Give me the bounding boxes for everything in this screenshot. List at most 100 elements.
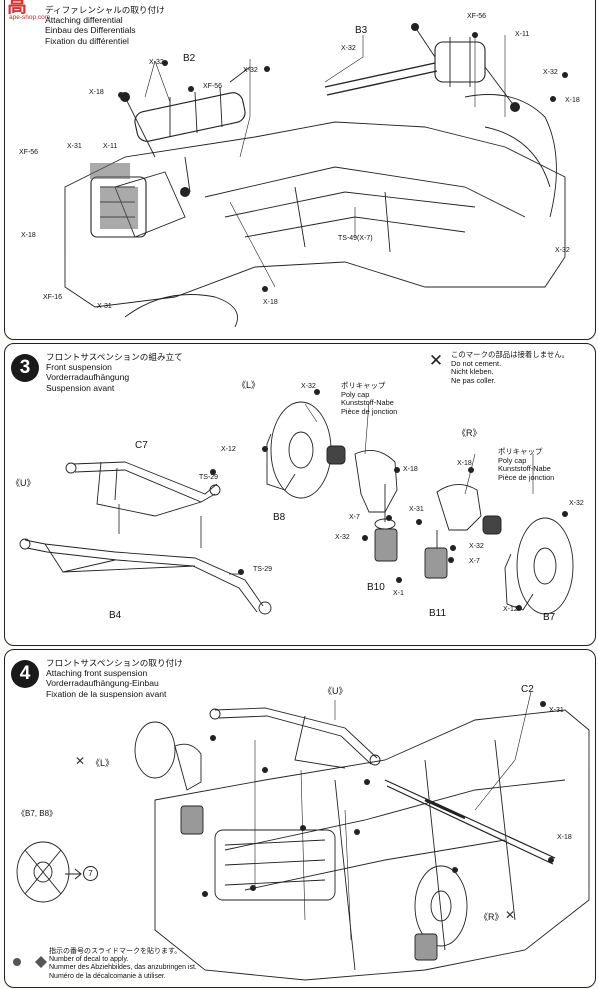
polycap-note-right: ポリキャップ Poly cap Kunststoff-Nabe Pièce de… — [498, 447, 555, 482]
decal-note-de: Nummer des Abziehbildes, das anzubringen… — [49, 964, 197, 972]
paint-label: X-18 — [557, 834, 572, 841]
paint-label: X-12 — [221, 446, 236, 453]
paint-label: X-11 — [103, 143, 118, 150]
part-label-b4: B4 — [109, 610, 122, 621]
paint-label: X-32 — [341, 45, 356, 52]
polycap-note-left: ポリキャップ Poly cap Kunststoff-Nabe Pièce de… — [341, 381, 398, 416]
step3-title-fr: Suspension avant — [46, 382, 115, 393]
paint-label: XF-56 — [467, 13, 487, 20]
step4-illustration — [13, 691, 590, 981]
paint-label: X-32 — [555, 247, 570, 254]
step2-title-jp: ディファレンシャルの取り付け — [45, 5, 165, 15]
polycap-de: Kunststoff-Nabe — [498, 464, 551, 474]
part-label-b2: B2 — [183, 53, 196, 64]
polycap-fr: Pièce de jonction — [498, 472, 555, 482]
step4-number-badge: 4 — [11, 660, 39, 688]
paint-label: X-32 — [149, 59, 164, 66]
polycap-jp: ポリキャップ — [341, 381, 386, 390]
paint-label: X-11 — [515, 31, 530, 38]
decal-note-fr: Numéro de la décalcomanie à utiliser. — [49, 972, 166, 980]
watermark-logo: 高 ape-shop.com — [5, 0, 71, 23]
side-label-upper: 《U》 — [11, 478, 36, 488]
polycap-en: Poly cap — [341, 389, 370, 399]
step4-title-de: Vorderradaufhängung-Einbau — [46, 678, 159, 689]
step4-title-fr: Fixation de la suspension avant — [46, 688, 167, 699]
decal-note-jp: 指示の番号のスライドマークを貼ります。 — [49, 948, 182, 955]
paint-label: X-32 — [569, 500, 584, 507]
step3-panel: 3 フロントサスペンションの組み立て Front suspension Vord… — [4, 343, 596, 646]
step2-title-en: Attaching differential — [45, 15, 123, 26]
paint-label: XF-16 — [43, 294, 63, 301]
no-cement-note: このマークの部品は接着しません。 Do not cement. Nicht kl… — [451, 350, 570, 385]
side-label-left: 《L》 — [237, 380, 261, 390]
part-label-b10: B10 — [367, 582, 385, 593]
no-cement-icon: ✕ — [428, 351, 444, 370]
no-cement-icon: ✕ — [75, 754, 86, 768]
polycap-en: Poly cap — [498, 455, 527, 465]
step2-title-de: Einbau des Differentials — [45, 25, 136, 36]
part-label-b3: B3 — [355, 25, 368, 36]
step4-titles: フロントサスペンションの取り付け Attaching front suspens… — [46, 658, 183, 699]
step3-titles: フロントサスペンションの組み立て Front suspension Vorder… — [46, 352, 183, 393]
step3-title-jp: フロントサスペンションの組み立て — [46, 352, 183, 362]
paint-label: X-31 — [67, 143, 82, 150]
part-label-b7: B7 — [543, 612, 556, 623]
no-cement-en: Do not cement. — [451, 358, 502, 368]
paint-label: X-18 — [565, 97, 580, 104]
step4-title-en: Attaching front suspension — [46, 668, 148, 679]
paint-label: X-18 — [263, 299, 278, 306]
step3-number-badge: 3 — [11, 354, 39, 382]
polycap-jp: ポリキャップ — [498, 447, 543, 456]
paint-label: XF-56 — [203, 83, 223, 90]
paint-label: X-1 — [393, 590, 404, 597]
side-label-left: 《L》 — [91, 758, 115, 768]
paint-label: X-18 — [403, 466, 418, 473]
paint-label: X-18 — [89, 89, 104, 96]
part-label-b11: B11 — [429, 608, 447, 619]
paint-label: XF-56 — [19, 149, 39, 156]
decal-note: 指示の番号のスライドマークを貼ります。 Number of decal to a… — [49, 948, 197, 981]
paint-label: X-7 — [349, 514, 360, 521]
decal-note-en: Number of decal to apply. — [49, 956, 129, 964]
paint-label: X-32 — [243, 67, 258, 74]
decal-number-badge: 7 — [83, 866, 98, 881]
step2-titles: ディファレンシャルの取り付け Attaching differential Ei… — [45, 5, 165, 46]
paint-label: TS-29 — [253, 566, 273, 573]
step4-panel: 4 フロントサスペンションの取り付け Attaching front suspe… — [4, 649, 596, 988]
side-label-right: 《R》 — [479, 912, 504, 922]
step2-illustration — [64, 23, 568, 328]
paint-label: X-32 — [301, 383, 316, 390]
paint-label: TS-49(X-7) — [338, 235, 373, 242]
paint-label: TS-29 — [199, 474, 219, 481]
part-label-b8: B8 — [273, 512, 286, 523]
paint-label: X-18 — [21, 232, 36, 239]
decal-number: 7 — [88, 869, 93, 878]
disc-parts-label: 《B7, B8》 — [17, 809, 58, 818]
watermark-url: ape-shop.com — [9, 14, 51, 21]
side-label-right: 《R》 — [457, 428, 482, 438]
paint-label: X-31 — [409, 506, 424, 513]
paint-label: X-7 — [469, 558, 480, 565]
paint-label: X-32 — [543, 69, 558, 76]
step3-title-de: Vorderradaufhängung — [46, 372, 130, 383]
no-cement-jp: このマークの部品は接着しません。 — [451, 350, 570, 359]
part-label-c2: C2 — [521, 684, 534, 695]
step4-title-jp: フロントサスペンションの取り付け — [46, 658, 183, 668]
step3-title-en: Front suspension — [46, 362, 112, 373]
part-label-c7: C7 — [135, 440, 148, 451]
paint-label: X-31 — [97, 303, 112, 310]
paint-label: X-12 — [503, 606, 518, 613]
paint-label: X-32 — [335, 534, 350, 541]
no-cement-icon: ✕ — [505, 908, 516, 922]
polycap-de: Kunststoff-Nabe — [341, 398, 394, 408]
paint-label: X-18 — [457, 460, 472, 467]
no-cement-de: Nicht kleben. — [451, 367, 494, 377]
paint-label: X-32 — [469, 543, 484, 550]
polycap-fr: Pièce de jonction — [341, 406, 398, 416]
step2-title-fr: Fixation du différentiel — [45, 35, 129, 46]
no-cement-fr: Ne pas coller. — [451, 375, 496, 385]
paint-label: X-31 — [549, 707, 564, 714]
watermark-main: 高 — [7, 0, 27, 17]
step2-panel: 高 ape-shop.com ディファレンシャルの取り付け Attaching … — [4, 0, 596, 340]
